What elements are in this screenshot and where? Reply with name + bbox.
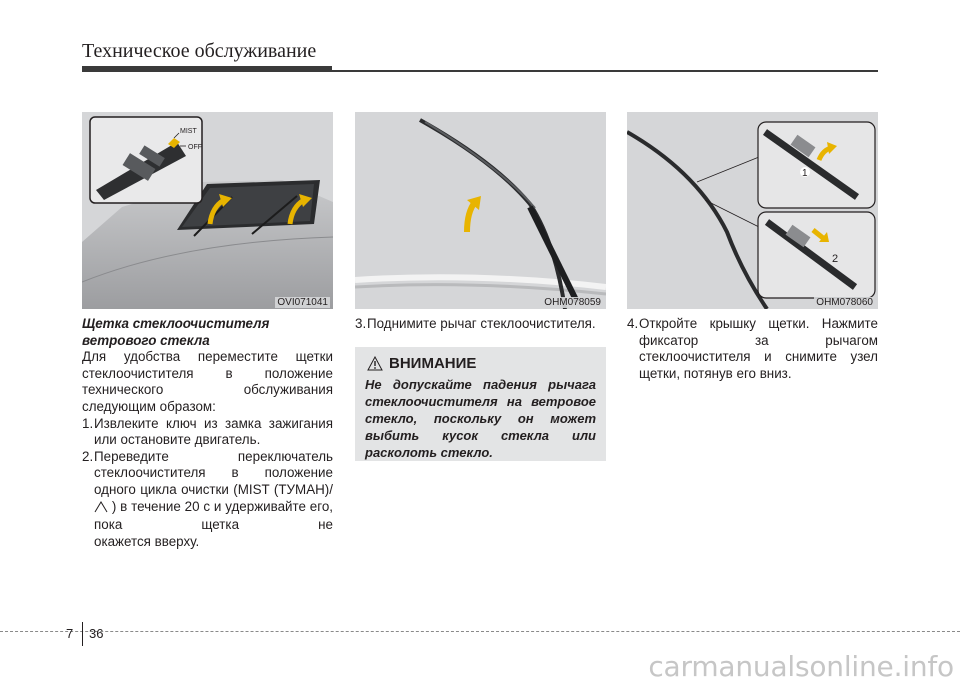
step-2-text-b: ) в течение 20 с и удерживайте его, пока… <box>94 498 333 533</box>
intro-paragraph-end: следующим образом: <box>82 398 216 414</box>
step-3-number: 3. <box>355 316 367 331</box>
section-subheading-line2: ветрового стекла <box>82 332 210 348</box>
warning-box: ВНИМАНИЕ Не допускайте падения рычага ст… <box>355 347 606 461</box>
step-2-text-a: Переведите переключатель стеклоочистител… <box>94 448 333 497</box>
header-rule-thin <box>332 70 878 72</box>
column-1-text: Щетка стеклоочистителя ветрового стекла … <box>82 316 333 550</box>
warning-text: Не допускайте падения рычага стеклоочист… <box>365 376 596 461</box>
step-1: 1. Извлеките ключ из замка зажигания или… <box>82 416 333 449</box>
step-2-number: 2. <box>82 448 94 464</box>
footer-divider <box>82 622 83 646</box>
page-number: 36 <box>89 626 104 641</box>
callout-1-label: 1 <box>802 168 808 179</box>
figure-code: OVI071041 <box>275 297 330 308</box>
step-4-number: 4. <box>627 316 639 331</box>
step-4-text: Откройте крышку щетки. Нажмите фиксатор … <box>639 316 878 365</box>
figure-raise-wiper-arm: OHM078059 <box>355 112 606 309</box>
intro-paragraph: Для удобства переместите щетки стеклоочи… <box>82 349 333 398</box>
step-4-end: щетки, потянув его вниз. <box>627 366 878 383</box>
header-rule-thick <box>82 66 332 72</box>
step-2-text-c: окажется вверху. <box>94 533 200 549</box>
callout-2-label: 2 <box>832 253 838 265</box>
step-2-end: окажется вверху. <box>82 534 333 551</box>
figure-code: OHM078060 <box>814 297 875 308</box>
figure-code: OHM078059 <box>542 297 603 308</box>
page-header-title: Техническое обслуживание <box>82 40 317 62</box>
warning-body-end: расколоть стекло. <box>365 445 493 460</box>
watermark-text: carmanualsonline.info <box>648 650 954 683</box>
column-3-text: 4. Откройте крышку щетки. Нажмите фиксат… <box>627 316 878 382</box>
step-4: 4. Откройте крышку щетки. Нажмите фиксат… <box>627 316 878 366</box>
figure-wiper-service-position: MIST OFF OVI071041 <box>82 112 333 309</box>
figure-remove-wiper-blade: 1 2 OHM078060 <box>627 112 878 309</box>
wiper-arm-illustration <box>355 112 606 309</box>
mist-symbol-icon <box>94 500 108 518</box>
step-3-text: Поднимите рычаг стеклоочистителя. <box>367 316 596 331</box>
warning-triangle-icon <box>367 356 383 371</box>
warning-body-text: Не допускайте падения рычага стеклоочист… <box>365 377 596 443</box>
step-1-text: Извлеките ключ из замка зажигания или ос… <box>94 415 333 448</box>
warning-header: ВНИМАНИЕ <box>367 355 596 372</box>
warning-title: ВНИМАНИЕ <box>389 355 477 372</box>
inset-off-label: OFF <box>188 144 202 151</box>
car-windshield-illustration: MIST OFF <box>82 112 333 309</box>
column-2-text: 3. Поднимите рычаг стеклоочистителя. <box>355 316 606 333</box>
section-number: 7 <box>66 626 74 641</box>
step-3: 3. Поднимите рычаг стеклоочистителя. <box>355 316 606 333</box>
section-subheading-line1: Щетка стеклоочистителя <box>82 316 270 331</box>
wiper-blade-removal-illustration: 1 2 <box>627 112 878 309</box>
step-4-text-end: щетки, потянув его вниз. <box>639 365 792 381</box>
step-2: 2. Переведите переключатель стеклоочисти… <box>82 449 333 534</box>
step-1-number: 1. <box>82 415 94 431</box>
step-2-text: Переведите переключатель стеклоочистител… <box>94 449 333 534</box>
inset-mist-label: MIST <box>180 128 197 135</box>
footer-rule <box>0 631 960 632</box>
